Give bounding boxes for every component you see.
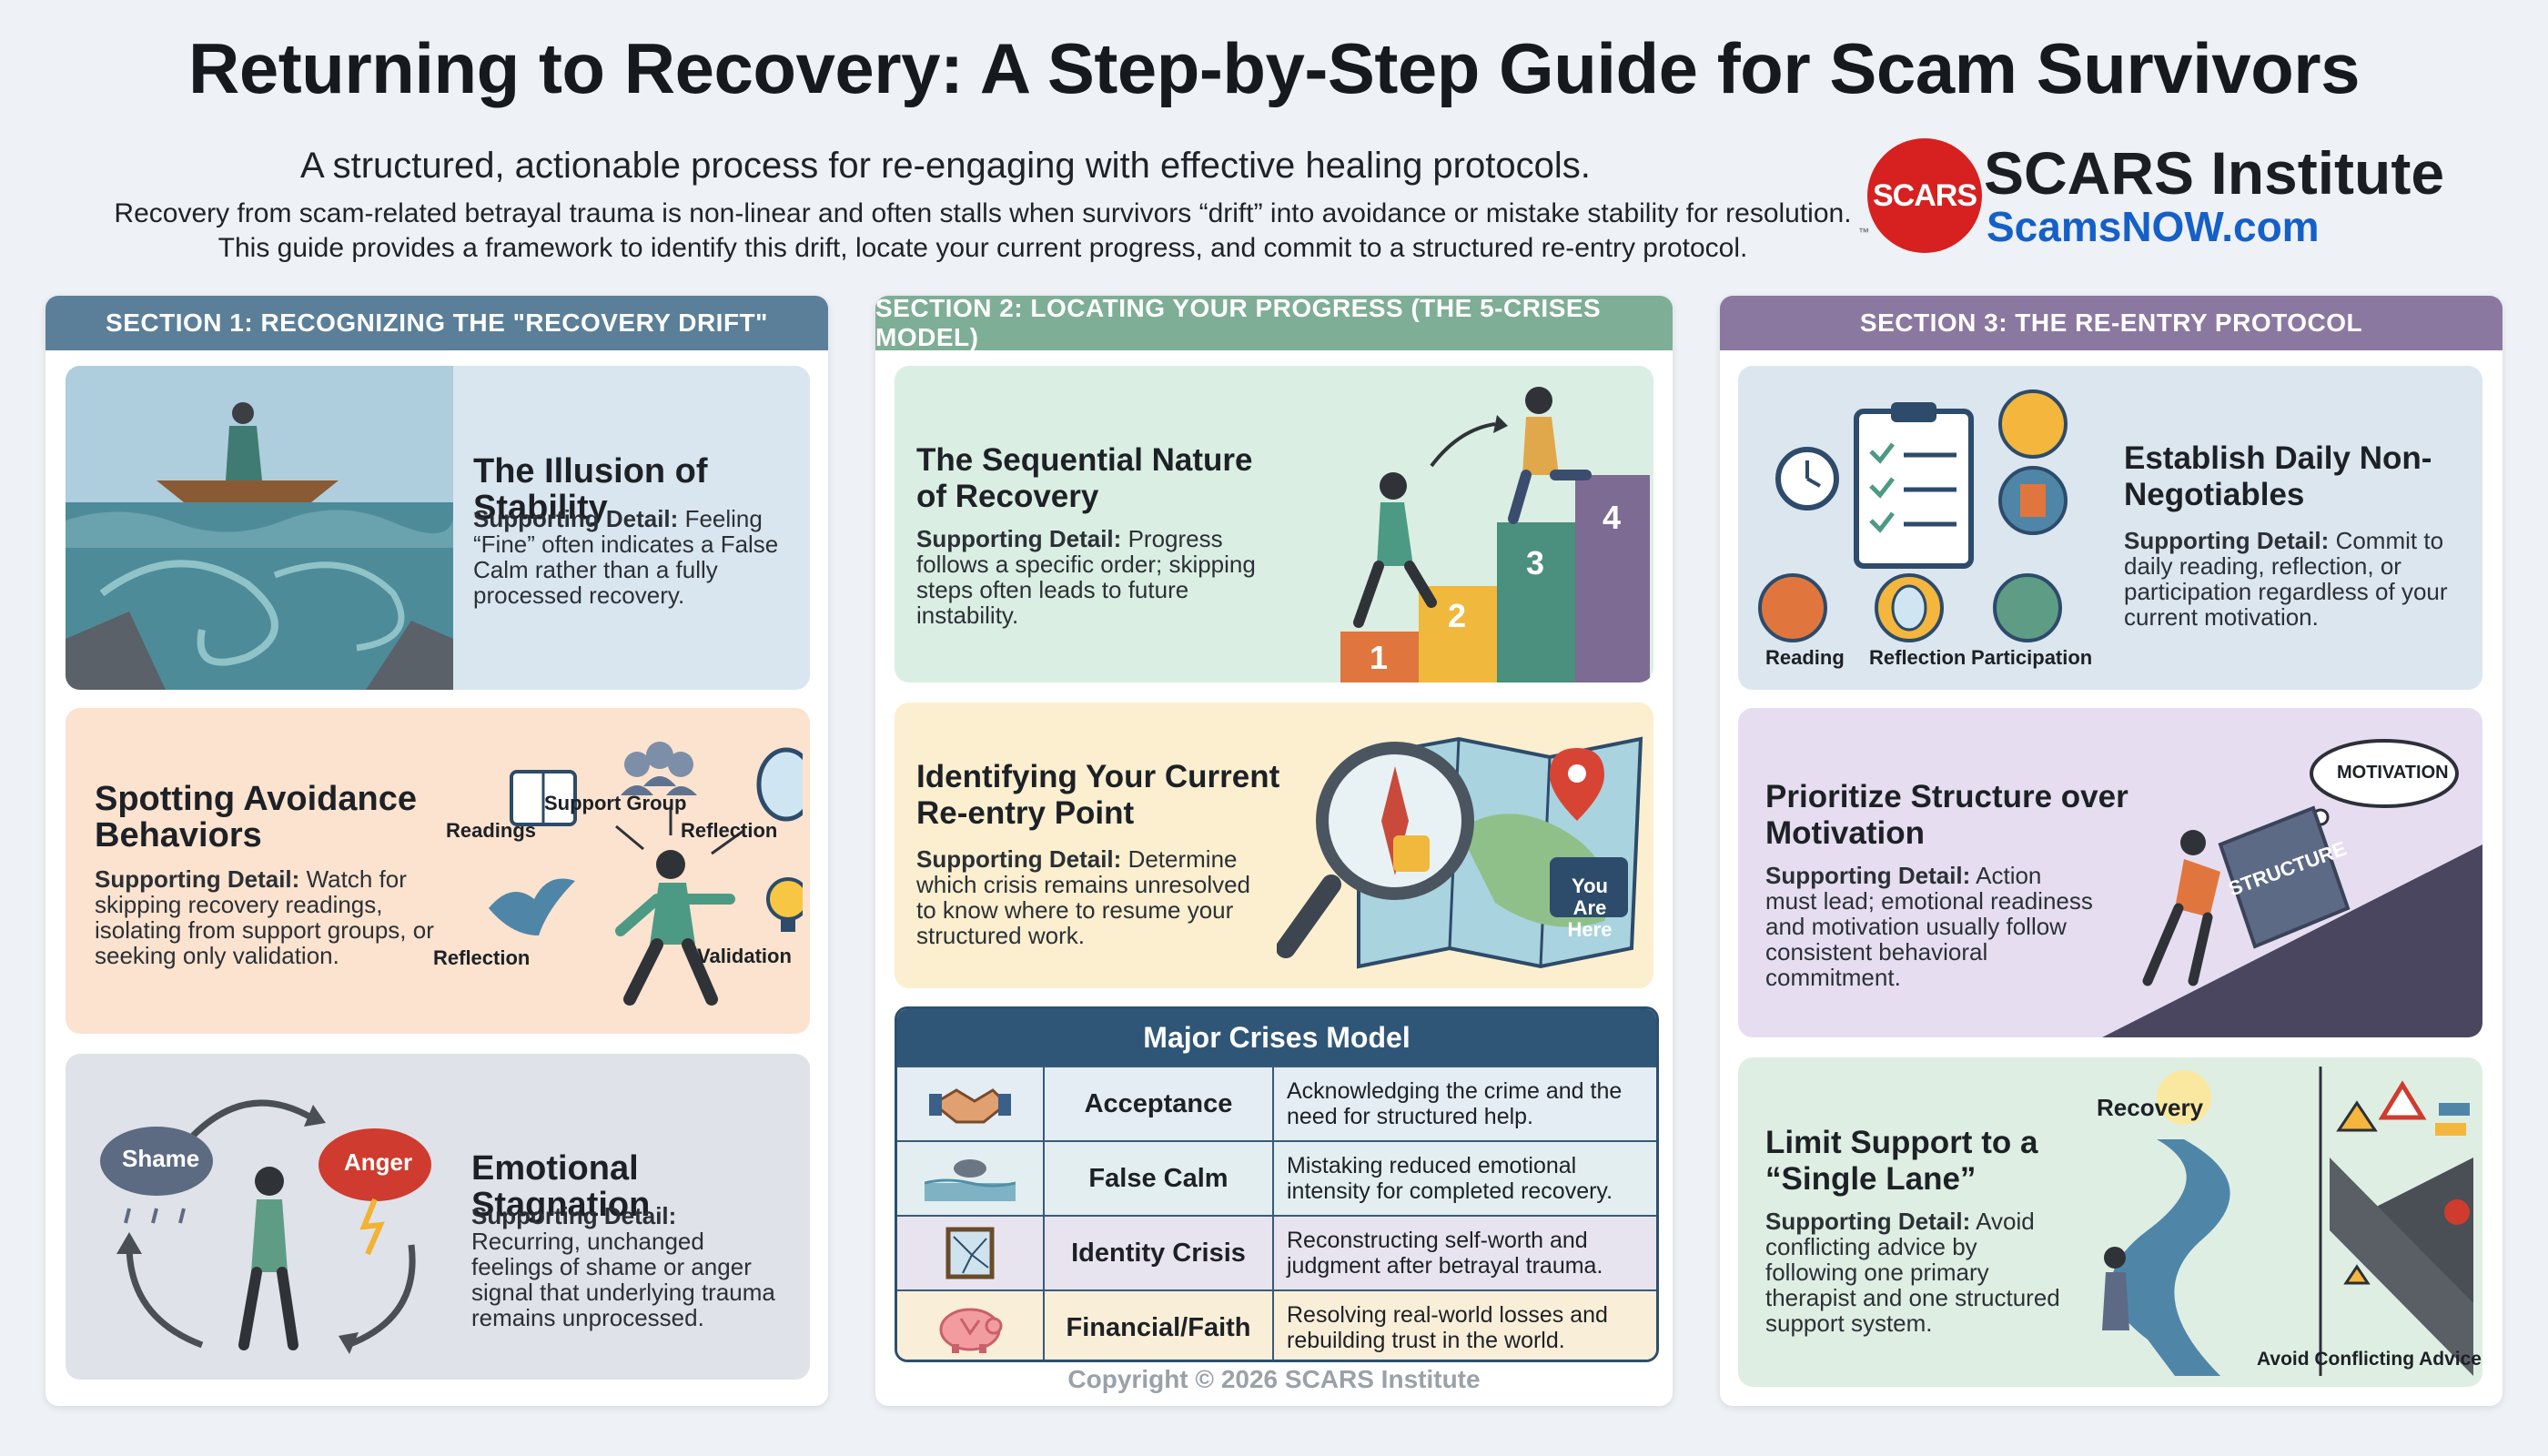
panel-structure-over-motivation: Prioritize Structure over Motivation Sup… (1738, 708, 2482, 1037)
panel-detail: Supporting Detail: Watch for skipping re… (95, 866, 440, 968)
section-2-header: SECTION 2: LOCATING YOUR PROGRESS (THE 5… (875, 294, 1673, 351)
panel-single-lane: Limit Support to a “Single Lane” Support… (1738, 1057, 2482, 1387)
crises-table-title: Major Crises Model (897, 1009, 1656, 1066)
label-motivation-cloud: MOTIVATION (2337, 763, 2449, 783)
label-participation: Participation (1971, 646, 2093, 669)
detail-text: Avoid conflicting advice by following on… (1765, 1208, 2060, 1337)
intro-line-2: This guide provides a framework to ident… (217, 233, 1748, 263)
shame-anger-cycle-illustration (100, 1099, 431, 1354)
detail-label: Supporting Detail: (916, 525, 1122, 552)
detail-label: Supporting Detail: (471, 1202, 677, 1229)
detail-label: Supporting Detail: (473, 505, 679, 532)
panel-detail: Supporting Detail: Commit to daily readi… (2124, 528, 2470, 630)
panel-sequential-nature: The Sequential Nature of Recovery Suppor… (895, 366, 1653, 682)
label-readings: Readings (446, 819, 537, 842)
detail-text: Watch for skipping recovery readings, is… (95, 865, 434, 969)
panel-detail: Supporting Detail: Feeling “Fine” often … (473, 506, 783, 608)
detail-label: Supporting Detail: (916, 845, 1122, 873)
step-3-label: 3 (1526, 544, 1545, 581)
panel-title: Limit Support to a “Single Lane” (1765, 1125, 2038, 1197)
label-avoid-conflicting-advice: Avoid Conflicting Advice (2257, 1349, 2482, 1370)
piggy-bank-icon (897, 1291, 1045, 1360)
panel-title: Establish Daily Non-Negotiables (2124, 440, 2432, 512)
label-reflection: Reflection (1869, 646, 1967, 669)
panel-spotting-avoidance: Spotting Avoidance Behaviors Supporting … (66, 708, 810, 1034)
trademark-mark: ™ (1858, 226, 1869, 238)
panel-detail: Supporting Detail: Determine which crisi… (916, 846, 1271, 948)
crisis-name: Financial/Faith (1045, 1291, 1274, 1360)
panel-daily-non-negotiables: Reading Reflection Participation Establi… (1738, 366, 2482, 690)
step-4-label: 4 (1603, 499, 1622, 536)
panel-title: The Illusion of Stability (473, 452, 708, 527)
major-crises-table: Major Crises Model Acceptance Acknowledg… (895, 1006, 1659, 1362)
label-shame: Shame (122, 1145, 200, 1172)
panel-detail: Supporting Detail: Avoid conflicting adv… (1765, 1208, 2075, 1336)
checklist-illustration (1758, 389, 2068, 642)
map-compass-illustration (1277, 736, 1643, 969)
detail-text: Determine which crisis remains unresolve… (916, 845, 1251, 949)
detail-text: Recurring, unchanged feelings of shame o… (471, 1228, 775, 1331)
detail-text: Action must lead; emotional readiness an… (1765, 862, 2093, 991)
label-recovery: Recovery (2097, 1094, 2204, 1121)
detail-text: Progress follows a specific order; skipp… (916, 525, 1256, 629)
crisis-name: Identity Crisis (1045, 1217, 1274, 1289)
panel-detail: Supporting Detail: Progress follows a sp… (916, 526, 1289, 628)
table-row: Identity Crisis Reconstructing self-wort… (897, 1215, 1656, 1289)
table-row: Acceptance Acknowledging the crime and t… (897, 1066, 1656, 1140)
panel-title: Identifying Your Current Re-entry Point (916, 759, 1280, 831)
panel-title: Emotional Stagnation (471, 1149, 651, 1224)
label-reading: Reading (1765, 646, 1845, 669)
page-title: Returning to Recovery: A Step-by-Step Gu… (187, 28, 2361, 108)
staircase-illustration (1340, 387, 1650, 682)
brand-name: SCARS Institute (1984, 139, 2445, 207)
panel-current-reentry-point: Identifying Your Current Re-entry Point … (895, 703, 1653, 988)
label-validation: Validation (697, 945, 792, 967)
section-3-header: SECTION 3: THE RE-ENTRY PROTOCOL (1720, 296, 2502, 350)
label-anger: Anger (344, 1148, 413, 1176)
detail-label: Supporting Detail: (1765, 862, 1971, 889)
brand-url-link[interactable]: ScamsNOW.com (1987, 203, 2320, 250)
table-row: Financial/Faith Resolving real-world los… (897, 1289, 1656, 1360)
label-reflection-mirror: Reflection (681, 819, 778, 842)
copyright-notice: Copyright © 2026 SCARS Institute (1067, 1365, 1481, 1393)
detail-text: Feeling “Fine” often indicates a False C… (473, 505, 779, 609)
crisis-description: Mistaking reduced emotional intensity fo… (1287, 1153, 1613, 1204)
crisis-name: False Calm (1045, 1142, 1274, 1215)
pushing-block-illustration (2102, 739, 2482, 1037)
detail-text: Commit to daily reading, reflection, or … (2124, 527, 2448, 631)
detail-label: Supporting Detail: (95, 865, 300, 893)
crisis-description: Reconstructing self-worth and judgment a… (1287, 1228, 1603, 1279)
step-2-label: 2 (1448, 597, 1467, 634)
panel-title: Spotting Avoidance Behaviors (95, 780, 417, 854)
panel-title: Prioritize Structure over Motivation (1765, 779, 2128, 851)
single-lane-road-illustration (2102, 1067, 2473, 1376)
label-support-group: Support Group (544, 792, 687, 814)
you-are-here-label: You Are Here (1567, 875, 1613, 941)
panel-detail: Supporting Detail: Action must lead; emo… (1765, 863, 2093, 990)
scars-logo: SCARS (1867, 138, 1982, 253)
detail-label: Supporting Detail: (2124, 527, 2330, 554)
avoidance-illustration (489, 742, 803, 1006)
panel-detail: Supporting Detail: Recurring, unchanged … (471, 1203, 790, 1330)
broken-mirror-icon (897, 1217, 1045, 1289)
page-subtitle: A structured, actionable process for re-… (300, 146, 1591, 186)
intro-line-1: Recovery from scam-related betrayal trau… (114, 198, 1852, 228)
section-1-header: SECTION 1: RECOGNIZING THE "RECOVERY DRI… (46, 296, 828, 350)
boat-on-water-illustration (66, 366, 453, 690)
panel-title: The Sequential Nature of Recovery (916, 442, 1253, 514)
crisis-description: Resolving real-world losses and rebuildi… (1287, 1302, 1608, 1353)
panel-emotional-stagnation: Shame Anger Emotional Stagnation Support… (66, 1054, 810, 1380)
label-reflection-bird: Reflection (433, 946, 531, 969)
calm-water-icon (897, 1142, 1045, 1215)
crisis-name: Acceptance (1045, 1067, 1274, 1140)
crisis-description: Acknowledging the crime and the need for… (1287, 1078, 1623, 1129)
table-row: False Calm Mistaking reduced emotional i… (897, 1140, 1656, 1215)
detail-label: Supporting Detail: (1765, 1208, 1971, 1235)
step-1-label: 1 (1370, 639, 1389, 676)
panel-illusion-of-stability: The Illusion of Stability Supporting Det… (66, 366, 810, 690)
handshake-icon (897, 1067, 1045, 1140)
